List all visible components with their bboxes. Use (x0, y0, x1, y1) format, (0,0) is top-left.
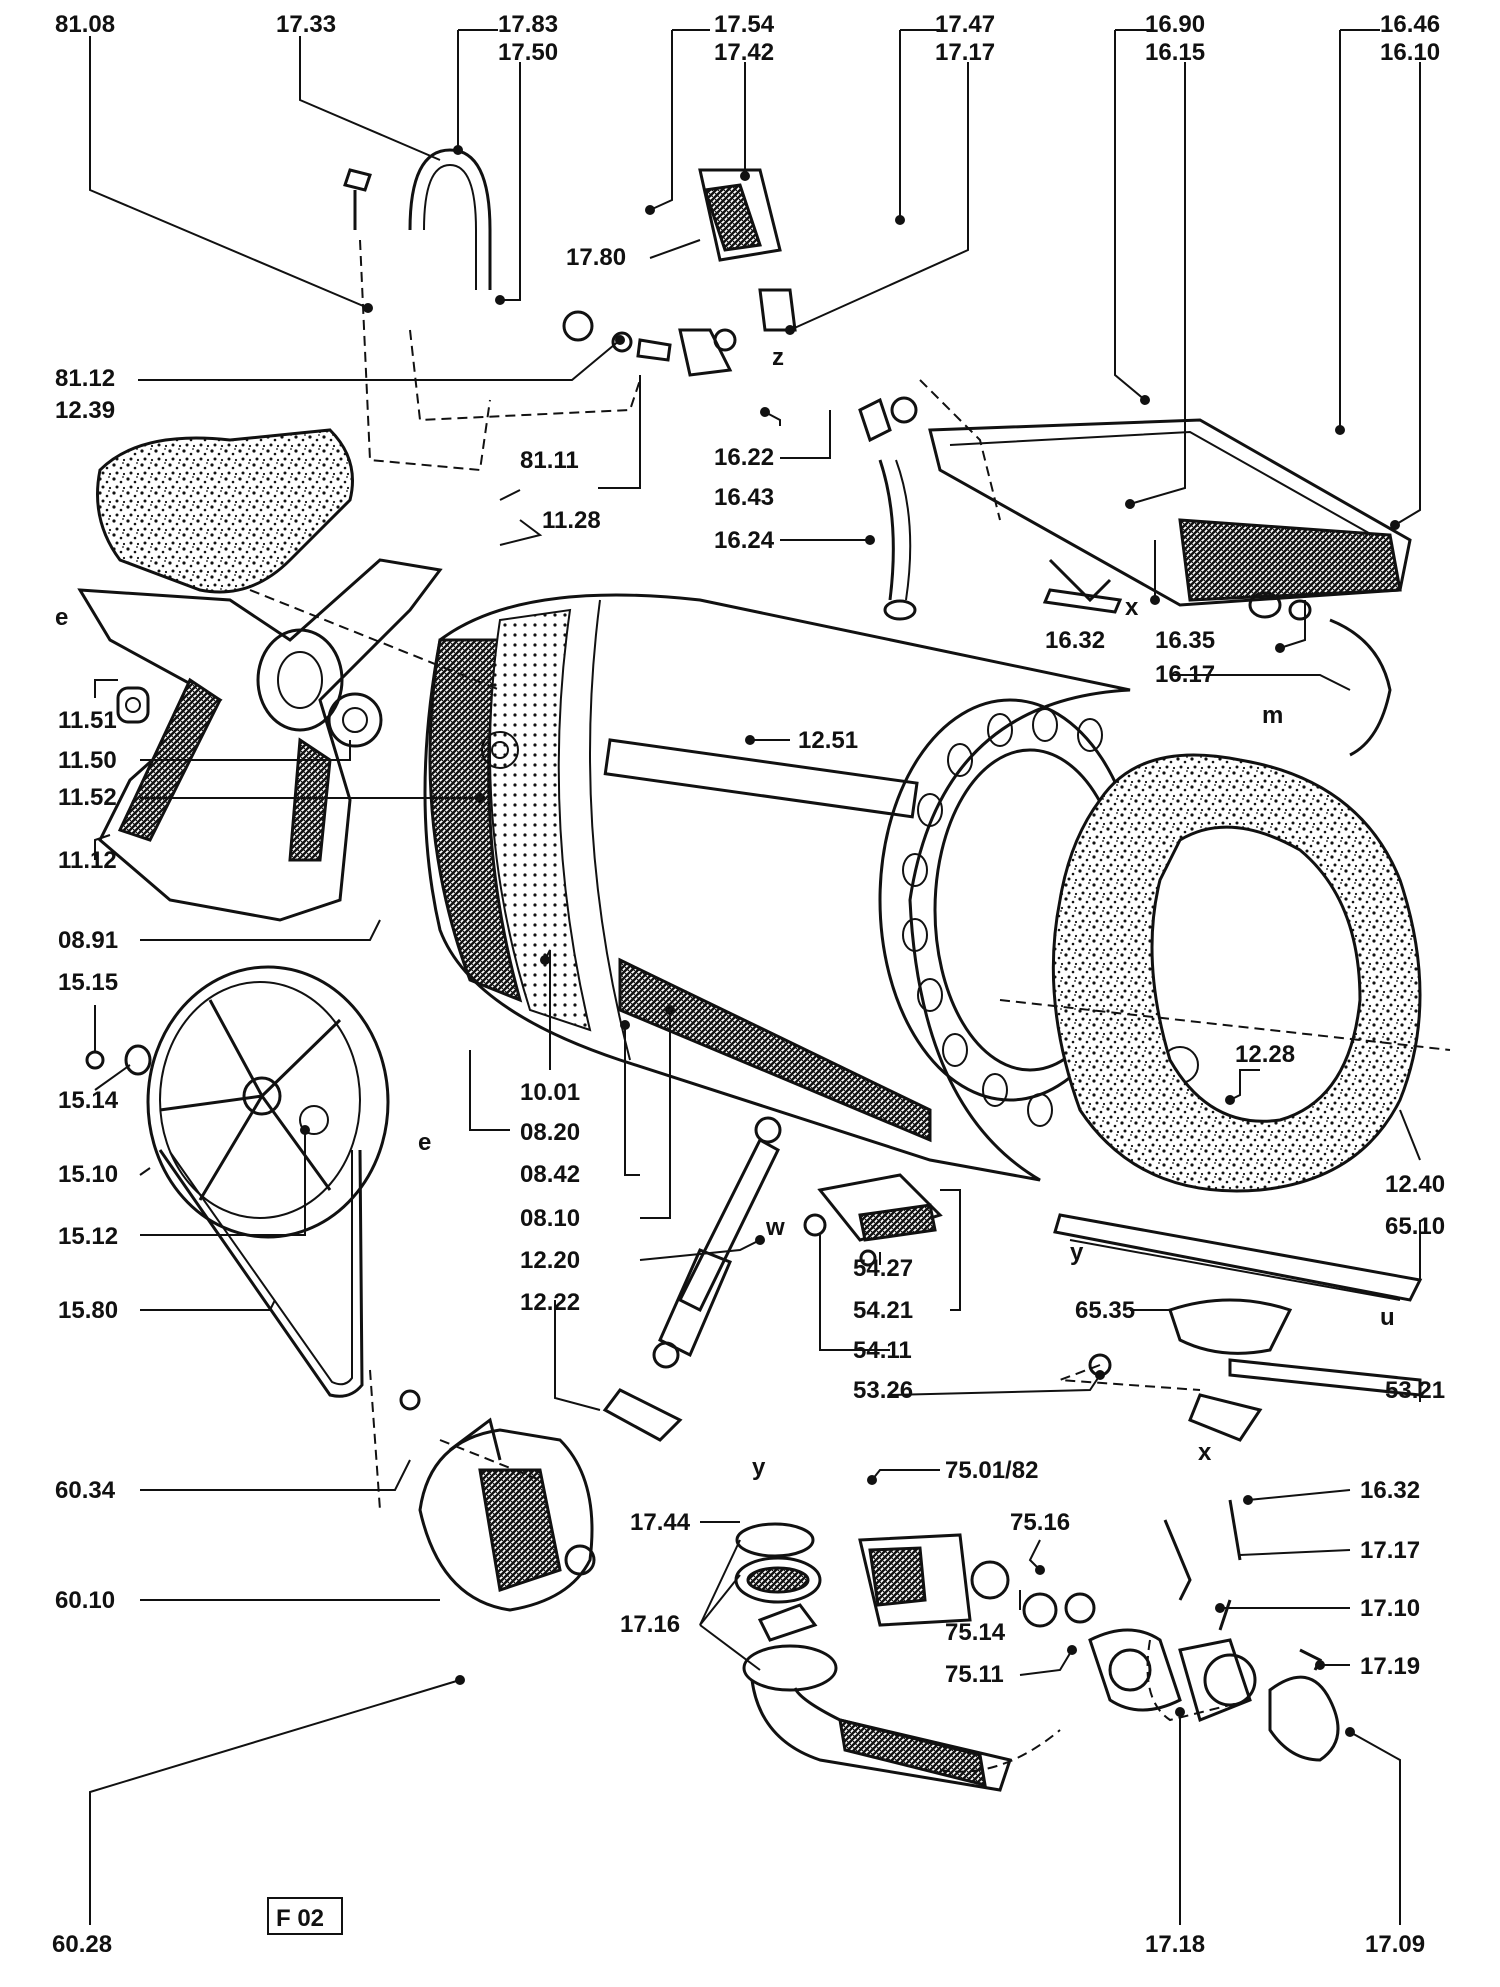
bearing-bracket (77, 558, 443, 922)
door-gasket (1051, 753, 1422, 1193)
part-label: 75.01/82 (945, 1457, 1038, 1484)
part-label: 11.51 (58, 707, 117, 734)
counterweight (96, 428, 354, 594)
part-label: 16.32 (1045, 627, 1105, 654)
part-label: 15.15 (58, 969, 118, 996)
part-label: 17.54 (714, 11, 775, 38)
part-label: 60.10 (55, 1587, 115, 1614)
part-label: 12.22 (520, 1289, 580, 1316)
part-label: 08.20 (520, 1119, 580, 1146)
part-label: 11.12 (58, 847, 117, 874)
part-label: 60.28 (52, 1931, 112, 1958)
part-label: 17.16 (620, 1611, 680, 1638)
pulley-and-belt (85, 965, 390, 1398)
detergent-drawer (928, 418, 1412, 757)
part-label: 75.11 (945, 1661, 1004, 1688)
part-labels: 81.08 17.33 17.83 17.50 17.54 17.42 17.4… (52, 11, 1445, 1958)
leader-dots (300, 145, 1400, 1737)
letter-marker: e (418, 1129, 431, 1156)
leader-lines (89, 29, 1421, 1925)
pressure-switch (803, 1173, 943, 1267)
letter-marker: e (55, 604, 68, 631)
part-label: 11.50 (58, 747, 117, 774)
part-label: 17.50 (498, 39, 558, 66)
part-label: 17.17 (935, 39, 995, 66)
part-label: 12.40 (1385, 1171, 1445, 1198)
part-label: 08.42 (520, 1161, 580, 1188)
part-label: 81.08 (55, 11, 115, 38)
letter-marker: x (1198, 1439, 1212, 1466)
part-label: 75.16 (1010, 1509, 1070, 1536)
part-label: 75.14 (945, 1619, 1006, 1646)
part-label: 17.47 (935, 11, 995, 38)
part-label: 15.14 (58, 1087, 119, 1114)
part-label: 54.11 (853, 1337, 912, 1364)
part-label: 16.17 (1155, 661, 1215, 688)
heater-element (1053, 1213, 1423, 1442)
figure-code: F 02 (276, 1905, 324, 1932)
part-label: 15.10 (58, 1161, 118, 1188)
part-label: 17.10 (1360, 1595, 1420, 1622)
letter-marker: y (752, 1454, 766, 1481)
part-label: 17.18 (1145, 1931, 1205, 1958)
part-label: 17.44 (630, 1509, 691, 1536)
part-label: 17.17 (1360, 1537, 1420, 1564)
assembly-lines (249, 239, 1451, 1773)
shock-absorber (602, 1116, 782, 1442)
drain-components (734, 1499, 1340, 1792)
figure-code-box: F 02 (267, 1897, 343, 1935)
part-label: 12.28 (1235, 1041, 1295, 1068)
part-label: 11.28 (542, 507, 601, 534)
part-label: 17.83 (498, 11, 558, 38)
part-label: 10.01 (520, 1079, 580, 1106)
drum-assembly (423, 593, 1199, 1182)
letter-marker: m (1262, 702, 1283, 729)
part-label: 54.21 (853, 1297, 913, 1324)
part-label: 17.09 (1365, 1931, 1425, 1958)
part-label: 17.42 (714, 39, 774, 66)
part-label: 53.21 (1385, 1377, 1445, 1404)
part-label: 16.22 (714, 444, 774, 471)
part-label: 60.34 (55, 1477, 116, 1504)
part-label: 08.10 (520, 1205, 580, 1232)
part-label: 16.35 (1155, 627, 1215, 654)
part-label: 81.12 (55, 365, 115, 392)
part-label: 65.35 (1075, 1297, 1135, 1324)
part-label: 12.20 (520, 1247, 580, 1274)
part-label: 16.90 (1145, 11, 1205, 38)
part-label: 15.12 (58, 1223, 118, 1250)
letter-marker: z (772, 344, 784, 371)
part-label: 16.32 (1360, 1477, 1420, 1504)
part-label: 16.10 (1380, 39, 1440, 66)
part-label: 54.27 (853, 1255, 913, 1282)
letter-marker: y (1070, 1239, 1084, 1266)
part-label: 65.10 (1385, 1213, 1445, 1240)
part-label: 53.26 (853, 1377, 913, 1404)
letter-marker: u (1380, 1304, 1395, 1331)
part-label: 17.33 (276, 11, 336, 38)
part-label: 17.19 (1360, 1653, 1420, 1680)
part-label: 16.46 (1380, 11, 1440, 38)
part-label: 12.39 (55, 397, 115, 424)
part-label: 12.51 (798, 727, 858, 754)
letter-marker: x (1125, 594, 1139, 621)
part-label: 17.80 (566, 244, 626, 271)
letter-markers: e e z x x y y m w u (55, 344, 1395, 1481)
part-label: 08.91 (58, 927, 118, 954)
part-label: 15.80 (58, 1297, 118, 1324)
part-label: 81.11 (520, 447, 579, 474)
letter-marker: w (765, 1214, 785, 1241)
part-label: 16.15 (1145, 39, 1205, 66)
motor (399, 1389, 596, 1612)
part-label: 16.43 (714, 484, 774, 511)
inlet-components (343, 148, 1123, 621)
part-label: 16.24 (714, 527, 775, 554)
part-label: 11.52 (58, 784, 117, 811)
